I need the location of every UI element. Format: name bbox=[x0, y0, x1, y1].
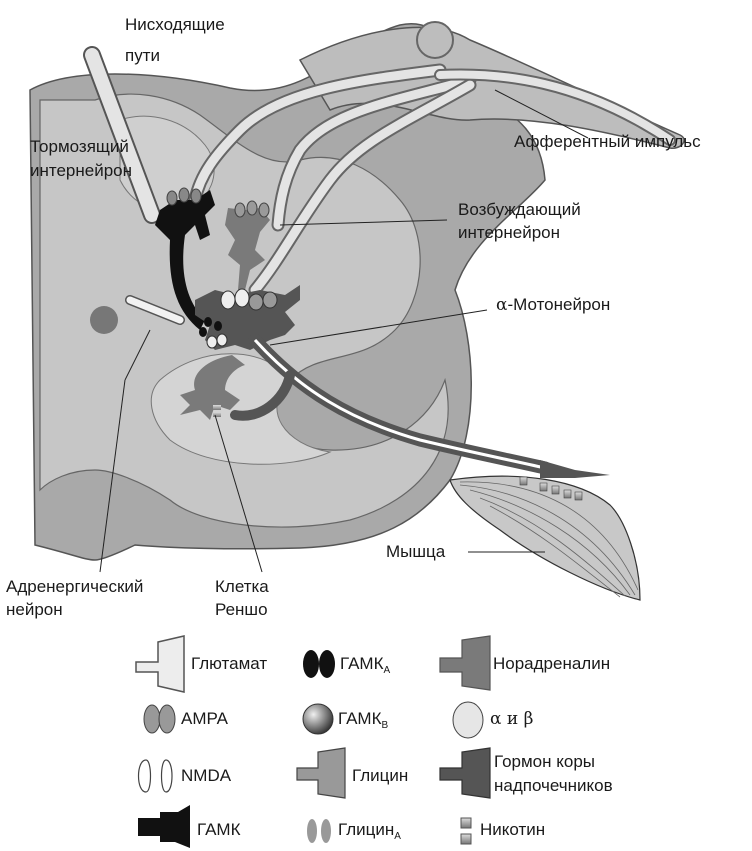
legend-glutamate: Глютамат bbox=[191, 654, 267, 674]
legend-nmda: NMDA bbox=[181, 766, 231, 786]
ampa-icon bbox=[144, 705, 175, 733]
gaba-icon bbox=[138, 805, 190, 848]
legend-gaba-a: ГАМКА bbox=[340, 654, 390, 681]
legend-icons bbox=[136, 636, 490, 848]
noradrenaline-icon bbox=[440, 636, 490, 690]
legend-gaba-b-text: ГАМК bbox=[338, 709, 381, 728]
legend-gaba-b: ГАМКВ bbox=[338, 709, 388, 736]
label-adrenergic-line2: нейрон bbox=[6, 599, 63, 620]
label-adrenergic-line1: Адренергический bbox=[6, 576, 143, 597]
legend-glycine-a: ГлицинА bbox=[338, 820, 401, 847]
legend-cortico-line1: Гормон коры bbox=[494, 752, 595, 772]
legend-ampa: AMPA bbox=[181, 709, 228, 729]
label-muscle: Мышца bbox=[386, 541, 445, 562]
central-canal bbox=[90, 306, 118, 334]
muscle bbox=[450, 476, 640, 600]
label-inhibitory-line2: интернейрон bbox=[30, 160, 132, 181]
gaba-a-icon bbox=[303, 650, 335, 678]
legend-glycine-a-sub: А bbox=[394, 831, 401, 842]
legend-glycine: Глицин bbox=[352, 766, 408, 786]
alpha-beta-icon bbox=[453, 702, 483, 738]
legend-nicotine: Никотин bbox=[480, 820, 545, 840]
legend-alpha-beta: α и β bbox=[490, 709, 533, 729]
corticosteroid-icon bbox=[440, 748, 490, 798]
label-afferent: Афферентный импульс bbox=[514, 131, 701, 152]
label-renshaw-line2: Реншо bbox=[215, 599, 268, 620]
glutamate-icon bbox=[136, 636, 184, 692]
legend-gaba-a-text: ГАМК bbox=[340, 654, 383, 673]
legend-cortico-line2: надпочечников bbox=[494, 776, 613, 796]
label-excitatory-line1: Возбуждающий bbox=[458, 199, 581, 220]
label-motoneuron-alpha: α bbox=[496, 295, 507, 315]
label-motoneuron: α-Мотонейрон bbox=[496, 294, 610, 316]
label-descending-line2: пути bbox=[125, 45, 160, 66]
legend-noradrenaline: Норадреналин bbox=[493, 654, 610, 674]
legend-gaba: ГАМК bbox=[197, 820, 240, 840]
legend-gaba-b-sub: В bbox=[381, 720, 388, 731]
legend-glycine-a-text: Глицин bbox=[338, 820, 394, 839]
label-inhibitory-line1: Тормозящий bbox=[30, 136, 129, 157]
label-excitatory-line2: интернейрон bbox=[458, 222, 560, 243]
label-renshaw-line1: Клетка bbox=[215, 576, 269, 597]
label-descending-line1: Нисходящие bbox=[125, 14, 225, 35]
label-motoneuron-text: -Мотонейрон bbox=[507, 295, 610, 314]
axon-terminal bbox=[540, 460, 610, 478]
legend-gaba-a-sub: А bbox=[383, 665, 390, 676]
nmda-icon bbox=[139, 760, 173, 792]
inhibitory-receptors bbox=[167, 188, 201, 205]
gaba-b-icon bbox=[303, 704, 333, 734]
excitatory-receptors bbox=[235, 201, 269, 217]
glycine-icon bbox=[297, 748, 345, 798]
glycine-a-icon bbox=[307, 819, 331, 843]
nicotine-icon bbox=[461, 818, 471, 844]
